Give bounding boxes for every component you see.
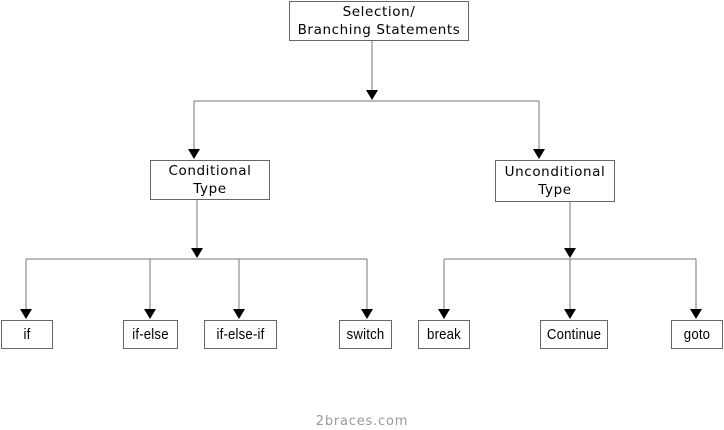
watermark-text: 2braces.com xyxy=(315,414,409,429)
if-label: if xyxy=(23,326,31,343)
if-else-node xyxy=(123,320,178,349)
continue-node xyxy=(540,320,608,349)
root-label-line2: Branching Statements xyxy=(297,22,461,38)
unconditional-label-line1: Unconditional xyxy=(504,164,606,180)
if-else-if-node xyxy=(204,320,277,349)
if-else-label: if-else xyxy=(132,326,169,343)
conditional-label-line1: Conditional xyxy=(168,163,252,179)
continue-label: Continue xyxy=(546,326,602,343)
root-node: Selection/ Branching Statements xyxy=(289,1,469,41)
conditional-type-node: Conditional Type xyxy=(150,160,270,200)
conditional-label-line2: Type xyxy=(193,181,227,197)
goto-node xyxy=(671,320,723,349)
break-node xyxy=(418,320,470,349)
if-node xyxy=(1,320,53,349)
root-label-line1: Selection/ xyxy=(342,4,416,20)
break-label: break xyxy=(427,326,461,343)
switch-label: switch xyxy=(346,326,385,343)
goto-label: goto xyxy=(683,326,711,343)
unconditional-type-node: Unconditional Type xyxy=(495,160,615,202)
unconditional-label-line2: Type xyxy=(538,182,572,198)
if-else-if-label: if-else-if xyxy=(216,326,265,343)
switch-node xyxy=(339,320,392,349)
